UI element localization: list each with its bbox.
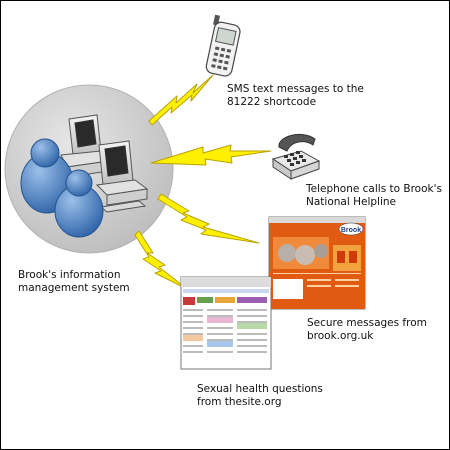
sms-label: SMS text messages to the 81222 shortcode — [227, 83, 364, 108]
phone-label: Telephone calls to Brook's National Help… — [306, 183, 442, 208]
brook-logo: Brook — [341, 227, 361, 234]
mobile-phone-icon — [205, 14, 241, 77]
bolt-to-website — [157, 193, 260, 244]
thesite-screenshot — [180, 276, 272, 370]
computer-icon — [60, 114, 110, 178]
thesite-label: Sexual health questions from thesite.org — [197, 383, 323, 408]
bolt-to-thesite — [134, 230, 188, 290]
brook-website-screenshot: Brook — [268, 216, 366, 310]
website-label: Secure messages from brook.org.uk — [307, 317, 427, 342]
bolt-to-sms — [148, 74, 214, 126]
computer-icon — [95, 140, 149, 213]
telephone-icon — [271, 134, 321, 180]
system-label: Brook's information management system — [18, 269, 130, 294]
bolt-to-phone — [150, 144, 272, 166]
lightning-bolts — [134, 74, 272, 290]
person-icon — [54, 169, 104, 238]
